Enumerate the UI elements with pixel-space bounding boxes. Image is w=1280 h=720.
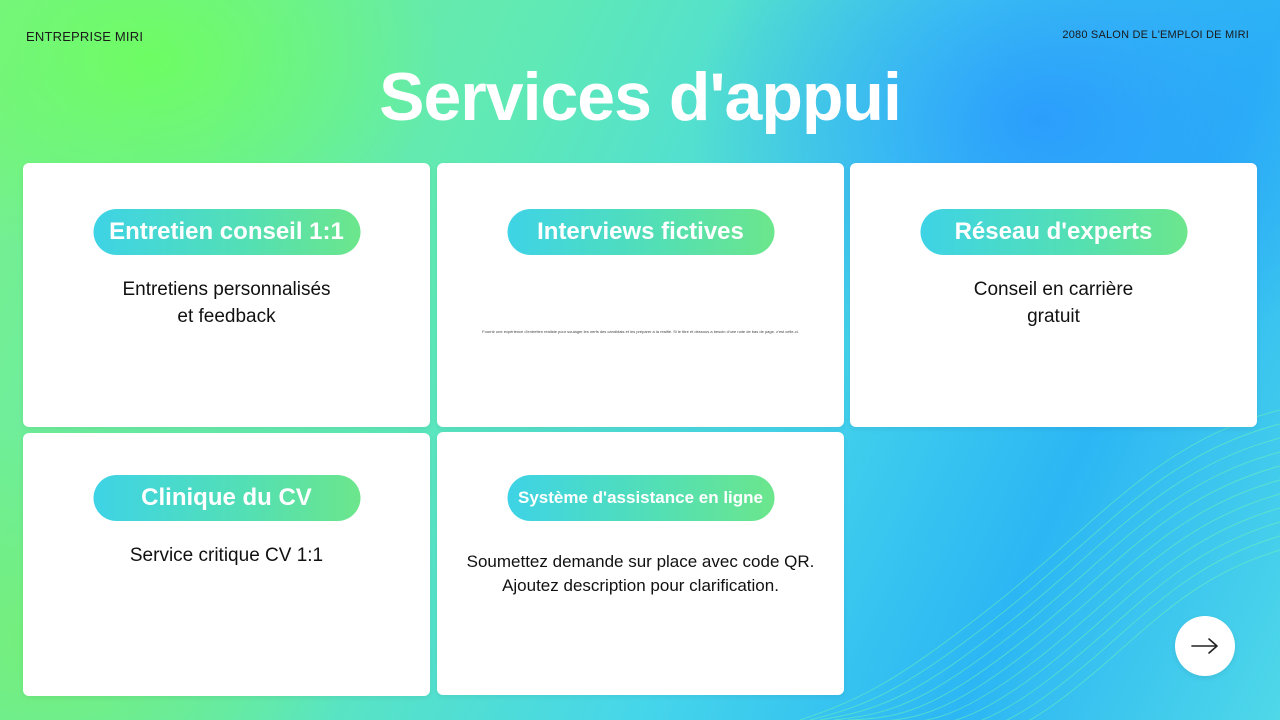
event-name: 2080 SALON DE L'EMPLOI DE MIRI: [1062, 29, 1249, 41]
service-card-mock-interviews: Interviews fictives Fournir une expérien…: [437, 163, 844, 427]
service-description: Fournir une expérience d'entretien réali…: [482, 329, 799, 334]
service-label: Réseau d'experts: [920, 209, 1187, 255]
service-description: Entretiens personnalisés et feedback: [122, 279, 331, 327]
arrow-right-icon: [1191, 638, 1218, 654]
service-card-cv-clinic: Clinique du CV Service critique CV 1:1: [23, 433, 430, 696]
service-label: Interviews fictives: [507, 209, 774, 255]
decorative-wave-lines: [800, 409, 1280, 720]
company-name: ENTREPRISE MIRI: [26, 29, 144, 44]
service-label: Clinique du CV: [93, 475, 360, 521]
service-label: Système d'assistance en ligne: [507, 475, 774, 521]
service-description: Conseil en carrière gratuit: [973, 279, 1134, 327]
next-slide-button[interactable]: [1175, 616, 1235, 676]
service-description: Soumettez demande sur place avec code QR…: [466, 552, 815, 595]
service-description: Service critique CV 1:1: [129, 545, 324, 566]
service-card-coaching: Entretien conseil 1:1 Entretiens personn…: [23, 163, 430, 427]
service-card-expert-network: Réseau d'experts Conseil en carrière gra…: [850, 163, 1257, 427]
page-title: Services d'appui: [379, 59, 902, 135]
service-card-online-assistance: Système d'assistance en ligne Soumettez …: [437, 432, 844, 695]
service-label: Entretien conseil 1:1: [93, 209, 360, 255]
